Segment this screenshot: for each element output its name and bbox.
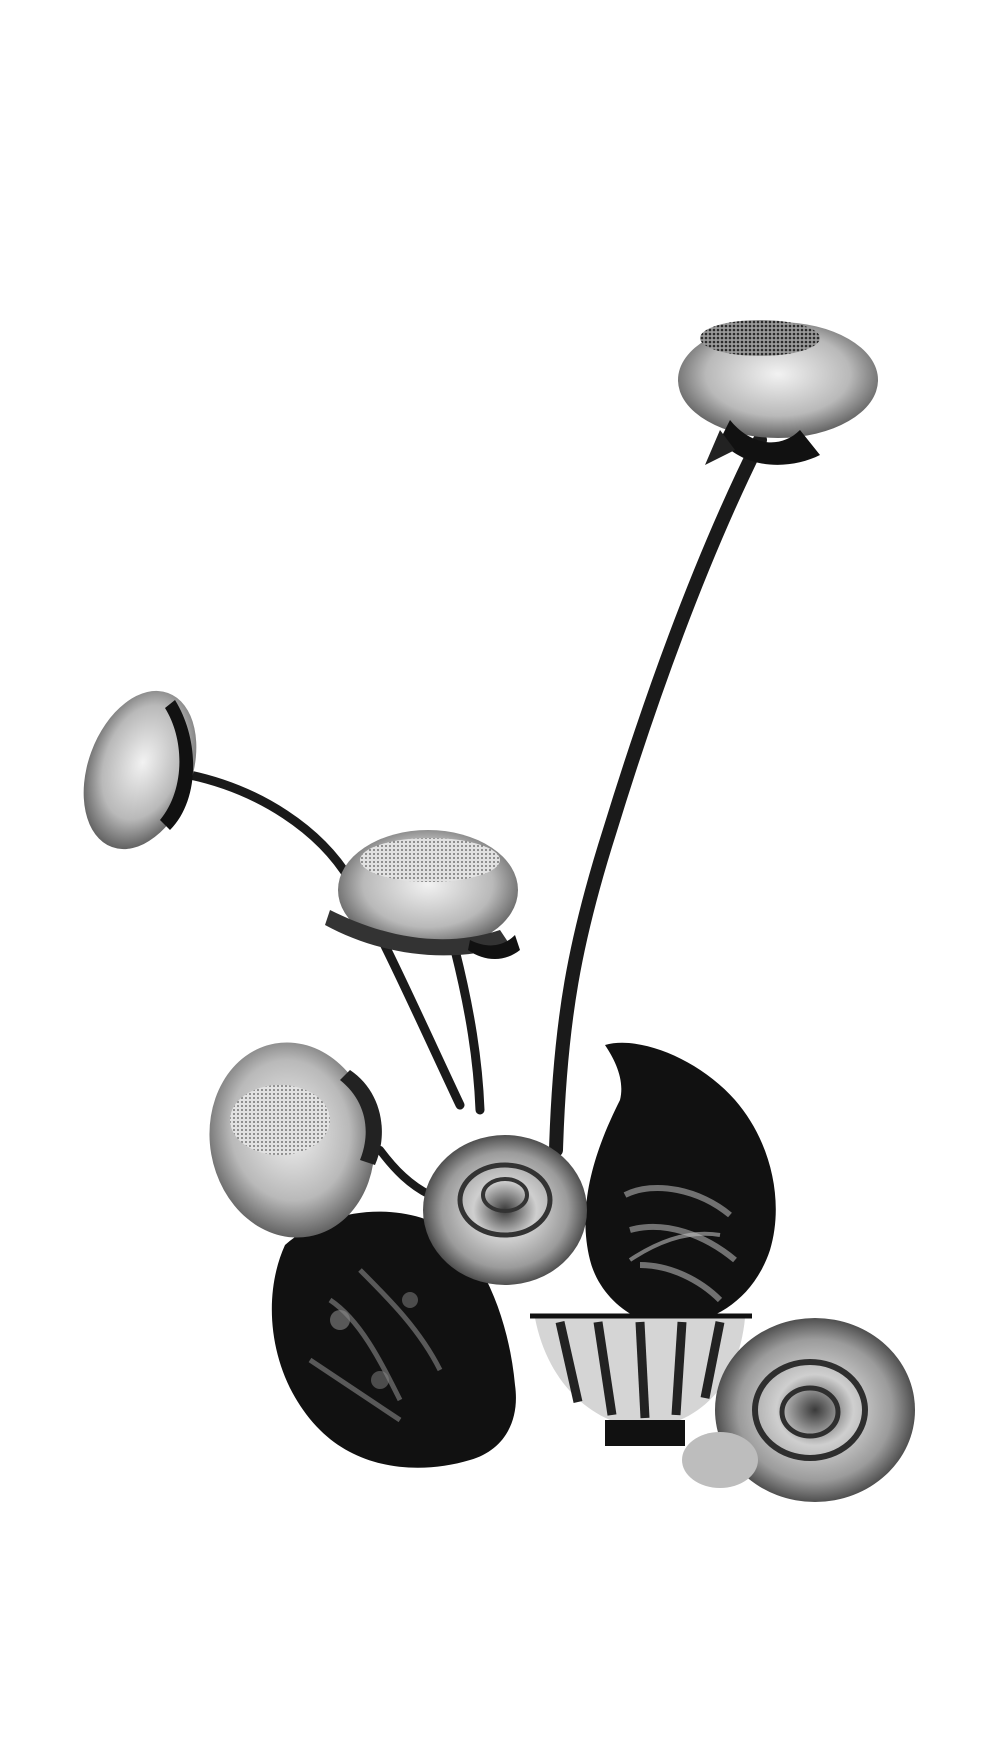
left-ranunculus-flower xyxy=(83,690,197,850)
tall-stem xyxy=(549,433,767,1157)
right-lower-ranunculus-flower xyxy=(682,1318,915,1502)
striped-bowl-vase xyxy=(530,1313,752,1446)
left-begonia-leaf xyxy=(271,1211,516,1468)
middle-stem xyxy=(450,945,485,1115)
short-stem xyxy=(376,1146,434,1199)
left-lower-ranunculus-flower xyxy=(209,1042,382,1238)
right-begonia-leaf xyxy=(585,1042,776,1326)
center-ranunculus-flower xyxy=(423,1135,587,1285)
top-ranunculus-flower xyxy=(678,320,878,465)
middle-ranunculus-flower xyxy=(325,830,520,959)
